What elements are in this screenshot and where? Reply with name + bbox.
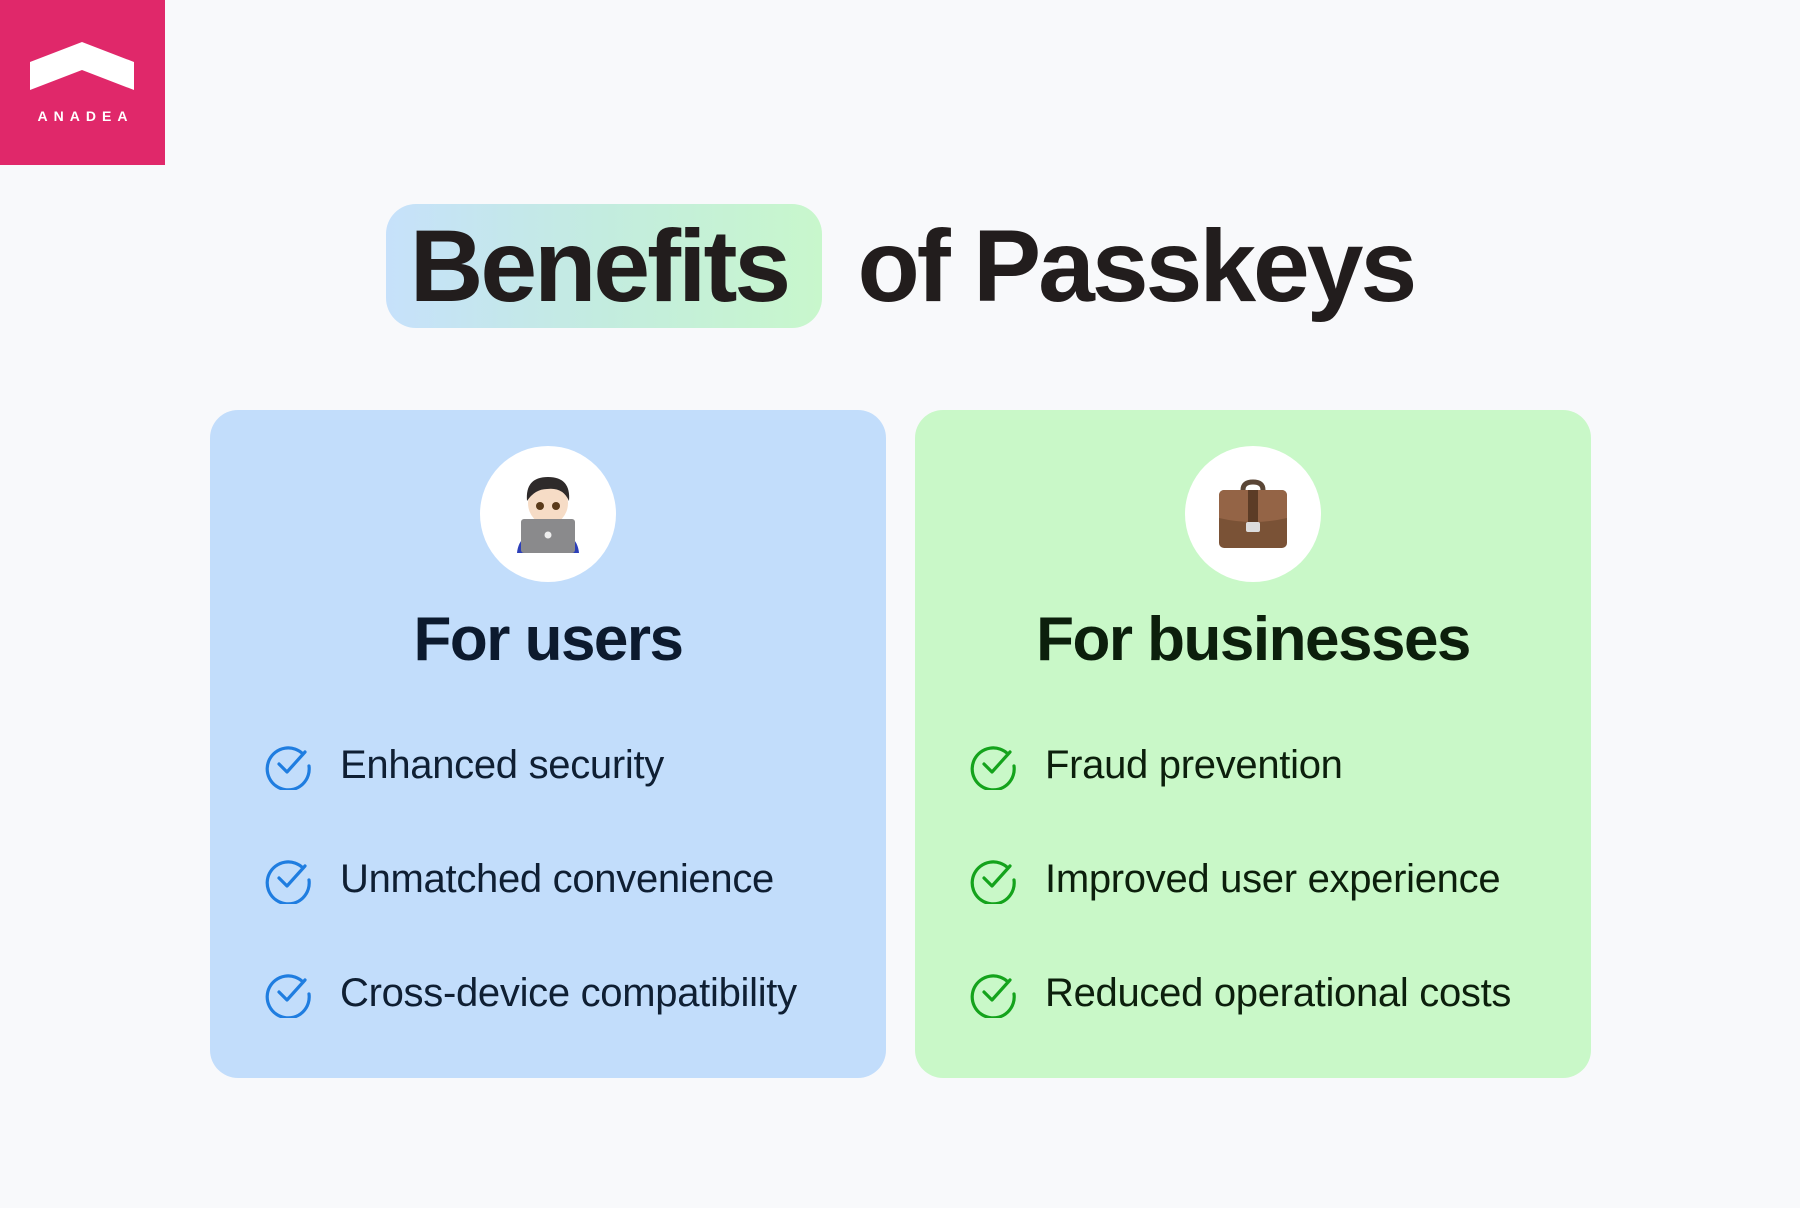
card-heading: For users — [413, 605, 684, 674]
check-circle-icon — [265, 974, 311, 1018]
check-circle-icon — [970, 746, 1016, 790]
list-item: Cross-device compatibility — [263, 968, 797, 1018]
title-highlight: Benefits — [385, 204, 823, 328]
anadea-logo: ANADEA — [0, 0, 165, 165]
check-circle-icon — [970, 860, 1016, 904]
check-circle-icon — [265, 860, 311, 904]
businesses-card: For businesses Fraud prevention Improved… — [915, 410, 1591, 1078]
briefcase-icon — [1185, 446, 1321, 582]
roof-logo-icon — [30, 42, 134, 90]
page-title: Benefits of Passkeys — [0, 204, 1800, 328]
list-item: Reduced operational costs — [968, 968, 1511, 1018]
list-item: Improved user experience — [968, 854, 1511, 904]
users-card: For users Enhanced security Unmatched co… — [210, 410, 886, 1078]
check-circle-icon — [265, 746, 311, 790]
benefit-list: Enhanced security Unmatched convenience … — [263, 740, 797, 1082]
person-with-laptop-icon — [480, 446, 616, 582]
card-heading: For businesses — [1036, 605, 1471, 674]
check-circle-icon — [970, 974, 1016, 1018]
list-item: Fraud prevention — [968, 740, 1511, 790]
list-item: Unmatched convenience — [263, 854, 797, 904]
list-item: Enhanced security — [263, 740, 797, 790]
benefit-list: Fraud prevention Improved user experienc… — [968, 740, 1511, 1082]
logo-brand-text: ANADEA — [37, 108, 134, 124]
title-rest: of Passkeys — [857, 209, 1418, 323]
